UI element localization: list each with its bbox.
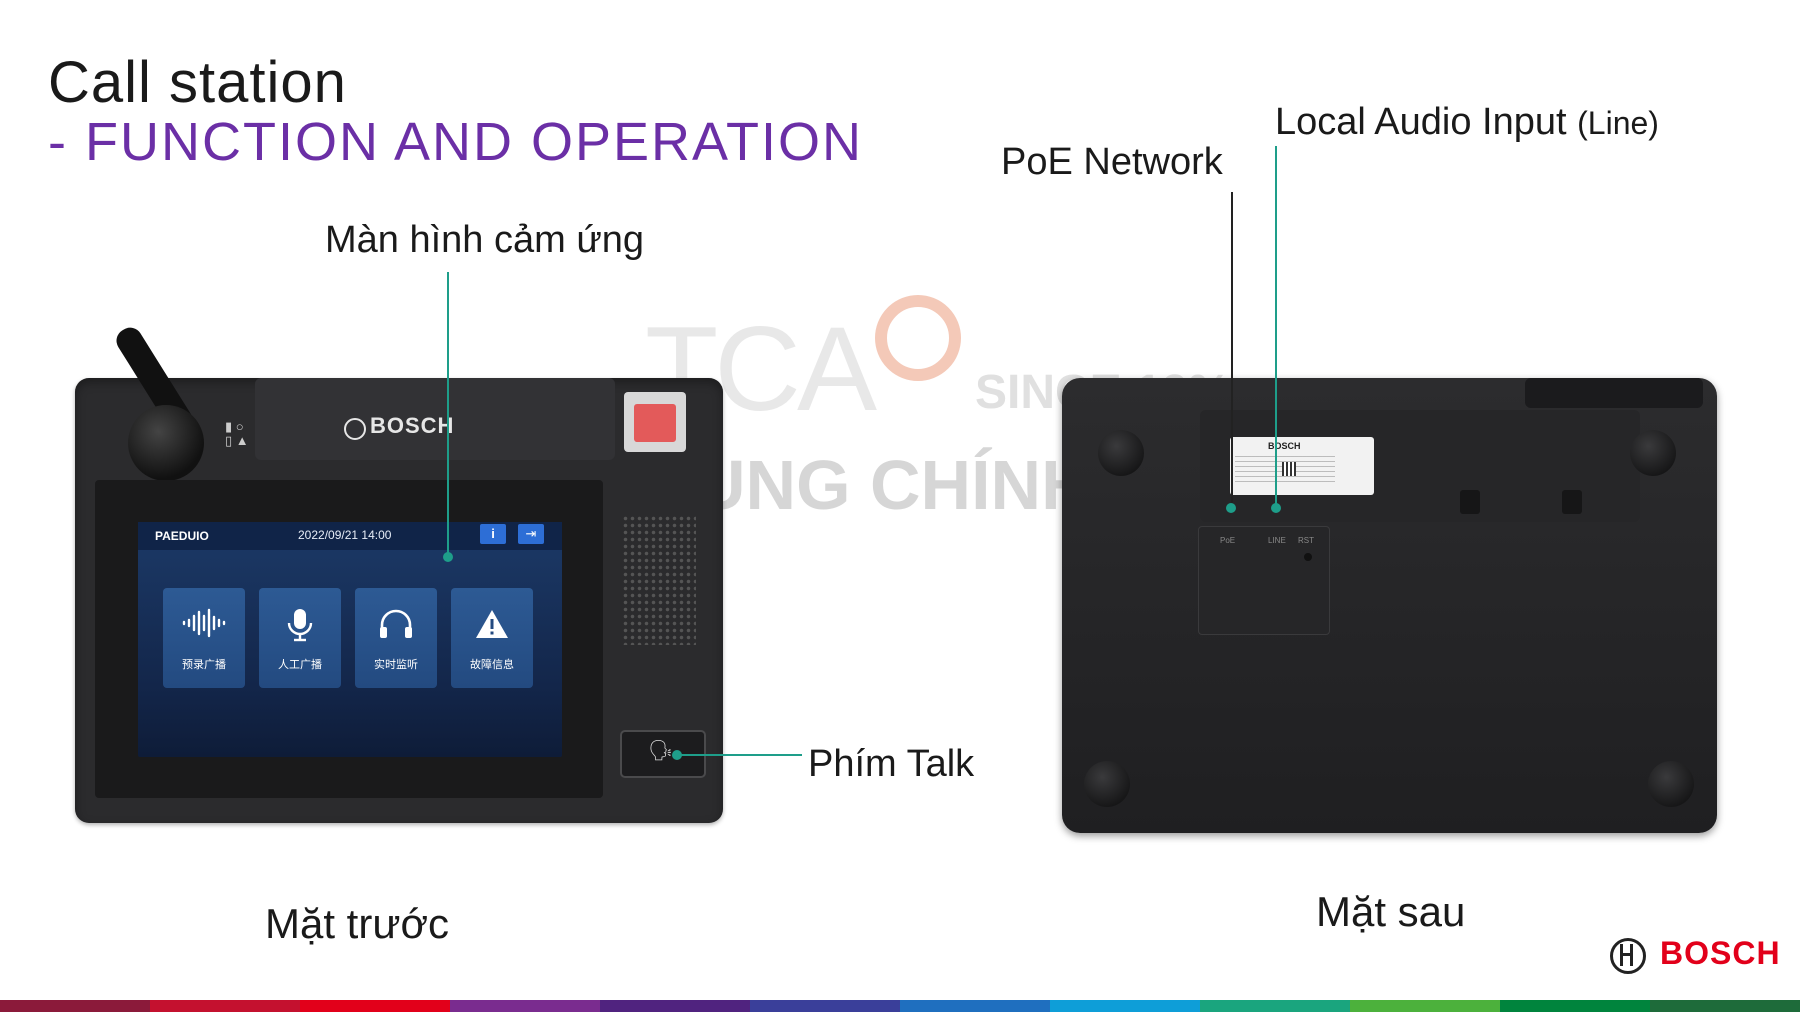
local-audio-leader — [1275, 146, 1277, 508]
status-led-icon: ▮ ○▯ ▲ — [225, 419, 249, 448]
band-segment — [450, 1000, 600, 1012]
port-label-rst: RST — [1298, 536, 1314, 545]
slide-subtitle: - FUNCTION AND OPERATION — [48, 112, 864, 172]
band-segment — [900, 1000, 1050, 1012]
local-audio-input-suffix: (Line) — [1577, 105, 1659, 141]
band-segment — [1650, 1000, 1800, 1012]
talk-icon: 🗣 — [648, 740, 674, 762]
talk-key-leader — [677, 754, 802, 756]
back-device-lip — [1525, 378, 1703, 408]
tile-label: 预录广播 — [182, 659, 226, 671]
band-segment — [600, 1000, 750, 1012]
talk-key-callout: Phím Talk — [808, 743, 975, 785]
tile-fault-info[interactable]: 故障信息 — [451, 588, 533, 688]
reset-hole — [1304, 553, 1312, 561]
port-label-line: LINE — [1268, 536, 1286, 545]
poe-network-callout: PoE Network — [1001, 141, 1223, 183]
port-cover — [1198, 526, 1330, 635]
rubber-foot — [1084, 761, 1130, 807]
watermark-name: UNG CHÍNH — [695, 446, 1092, 524]
slide-title: Call station — [48, 50, 347, 115]
port-label-poe: PoE — [1220, 536, 1236, 545]
tile-label: 实时监听 — [374, 659, 418, 671]
poe-network-leader — [1231, 192, 1233, 507]
band-segment — [150, 1000, 300, 1012]
bosch-logo-icon — [1610, 938, 1646, 974]
front-brand-label: BOSCH — [370, 413, 455, 438]
watermark-logo-icon — [875, 295, 961, 381]
front-caption: Mặt trước — [265, 900, 449, 947]
band-segment — [1200, 1000, 1350, 1012]
tile-manual-broadcast[interactable]: 人工广播 — [259, 588, 341, 688]
rubber-foot — [1648, 761, 1694, 807]
screen-app-name: PAEDUIO — [155, 529, 209, 543]
band-segment — [1350, 1000, 1500, 1012]
screen-datetime: 2022/09/21 14:00 — [298, 528, 392, 542]
band-segment — [750, 1000, 900, 1012]
rubber-foot — [1630, 430, 1676, 476]
emergency-button-cap — [634, 404, 676, 442]
wall-mount-keyhole — [1460, 490, 1480, 514]
band-segment — [1500, 1000, 1650, 1012]
tile-label: 人工广播 — [278, 659, 322, 671]
touch-screen-leader — [447, 272, 449, 555]
local-audio-input-label: Local Audio Input — [1275, 101, 1567, 143]
bosch-logo-text: BOSCH — [1660, 935, 1781, 971]
rubber-foot — [1098, 430, 1144, 476]
band-segment — [1050, 1000, 1200, 1012]
touch-screen-callout: Màn hình cảm ứng — [325, 219, 645, 261]
product-label-brand: BOSCH — [1268, 441, 1301, 451]
exit-icon[interactable]: ⇥ — [518, 524, 544, 544]
waveform-icon — [163, 608, 245, 645]
band-segment — [0, 1000, 150, 1012]
band-segment — [300, 1000, 450, 1012]
microphone-base — [128, 405, 204, 481]
warning-icon — [451, 608, 533, 647]
tile-label: 故障信息 — [470, 659, 514, 671]
speaker-grille — [622, 515, 696, 645]
touch-screen-leader-dot — [443, 552, 453, 562]
poe-network-leader-dot — [1226, 503, 1236, 513]
bosch-armature-icon — [344, 418, 366, 440]
tile-prerecorded-broadcast[interactable]: 预录广播 — [163, 588, 245, 688]
local-audio-leader-dot — [1271, 503, 1281, 513]
qr-code-icon — [1282, 462, 1296, 476]
bosch-logo-bar — [1620, 953, 1633, 956]
tile-live-monitoring[interactable]: 实时监听 — [355, 588, 437, 688]
microphone-icon — [259, 608, 341, 649]
info-icon[interactable]: i — [480, 524, 506, 544]
brand-color-band — [0, 1000, 1800, 1012]
headphones-icon — [355, 608, 437, 647]
talk-key-leader-dot — [672, 750, 682, 760]
back-caption: Mặt sau — [1316, 888, 1466, 935]
front-device-ridge — [255, 378, 615, 460]
local-audio-input-callout: Local Audio Input (Line) — [1275, 100, 1659, 145]
wall-mount-keyhole — [1562, 490, 1582, 514]
